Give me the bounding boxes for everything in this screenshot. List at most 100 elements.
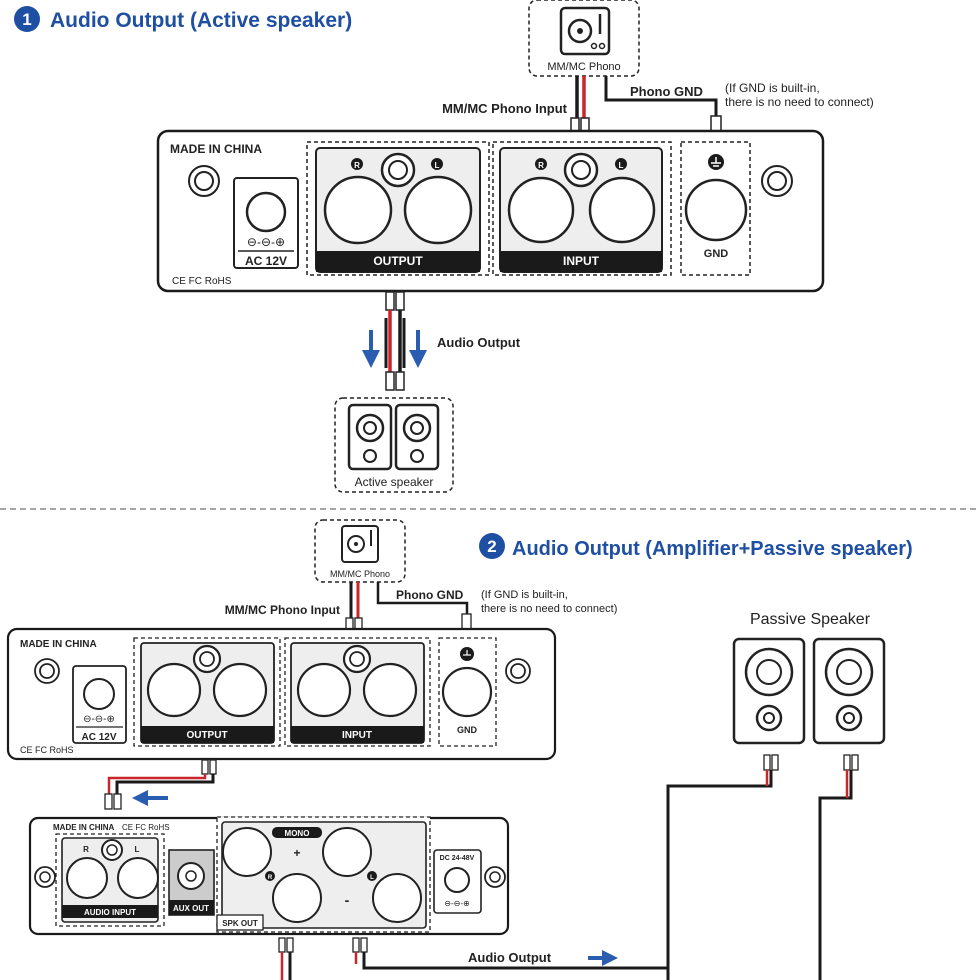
screw-right: [761, 165, 793, 197]
phono-input-label: MM/MC Phono Input: [225, 603, 340, 617]
speaker-cable: [362, 952, 668, 970]
input-knob-l: [588, 176, 656, 244]
cert-marks: CE FC RoHS: [172, 276, 232, 287]
r-marker: R: [538, 161, 544, 170]
audio-output-label: Audio Output: [468, 950, 552, 965]
audio-output-label: Audio Output: [437, 335, 521, 350]
phono-gnd-label: Phono GND: [630, 84, 703, 99]
cert-marks: CE FC RoHS: [20, 745, 74, 755]
ac-socket: [245, 191, 287, 233]
output-rca: [380, 152, 416, 188]
gnd-plug: [461, 613, 472, 630]
turntable-icon: [341, 525, 379, 563]
screw-right: [505, 658, 531, 684]
section-2: 2 Audio Output (Amplifier+Passive speake…: [6, 519, 913, 980]
rca-plug: [104, 793, 113, 810]
rca-plug: [286, 937, 294, 953]
speaker-cable: [818, 770, 853, 980]
amp-made-in-label: MADE IN CHINA: [53, 823, 115, 832]
speaker-icon: [812, 637, 886, 745]
polarity-icon: ⊖-⊖-⊕: [444, 899, 469, 908]
rca-plug: [763, 754, 771, 771]
spk-out-label: SPK OUT: [222, 919, 258, 928]
r-marker: R: [268, 875, 273, 881]
rca-plug: [771, 754, 779, 771]
dc-jack: [433, 849, 482, 914]
section-1: 1 Audio Output (Active speaker) MM/MC Ph…: [14, 0, 874, 493]
input-label: INPUT: [342, 730, 372, 741]
amp-cert-marks: CE FC RoHS: [122, 823, 170, 832]
gnd-wire: [604, 76, 718, 118]
l-marker: L: [435, 161, 440, 170]
left-arrow-icon: [132, 790, 168, 806]
gnd-note-line2: there is no need to connect): [725, 95, 874, 109]
passive-speaker-label: Passive Speaker: [750, 611, 871, 628]
phono-label: MM/MC Phono: [547, 61, 620, 73]
input-label: INPUT: [563, 254, 600, 268]
gnd-terminal: [684, 178, 748, 242]
speaker-cable: [666, 770, 773, 980]
mono-label: MONO: [285, 829, 310, 838]
active-speaker-label: Active speaker: [355, 475, 434, 489]
output-label: OUTPUT: [186, 730, 227, 741]
r-marker: R: [354, 161, 360, 170]
speaker-icon: [394, 403, 440, 471]
down-arrow-icon: [409, 330, 427, 368]
l-marker: L: [135, 845, 140, 854]
step-2-number: 2: [487, 537, 496, 556]
input-rca: [563, 152, 599, 188]
screw-left: [34, 866, 56, 888]
gnd-label: GND: [457, 725, 478, 735]
rca-plug: [385, 371, 395, 391]
gnd-note-line1: (If GND is built-in,: [725, 81, 820, 95]
speaker-icon: [347, 403, 393, 471]
plus-marker: +: [293, 846, 300, 860]
rca-plug: [209, 759, 217, 775]
rca-plug: [113, 793, 122, 810]
polarity-icon: ⊖-⊖-⊕: [247, 235, 285, 249]
gnd-note-line1: (If GND is built-in,: [481, 589, 568, 601]
section-2-title: Audio Output (Amplifier+Passive speaker): [512, 538, 913, 560]
output-knob-l: [403, 175, 473, 245]
ac-label: AC 12V: [245, 254, 287, 268]
polarity-icon: ⊖-⊖-⊕: [83, 714, 115, 725]
screw-left: [34, 658, 60, 684]
made-in-label: MADE IN CHINA: [20, 639, 97, 650]
step-1-number: 1: [22, 10, 31, 29]
gnd-wire: [376, 582, 469, 616]
audio-input-label: AUDIO INPUT: [84, 908, 136, 917]
rca-plug: [352, 937, 360, 953]
screw-right: [484, 866, 506, 888]
rca-plug: [278, 937, 286, 953]
rca-plug: [385, 291, 395, 311]
rca-plug: [395, 371, 405, 391]
made-in-label: MADE IN CHINA: [170, 142, 262, 156]
step-2-badge: [479, 533, 505, 559]
r-marker: R: [83, 845, 89, 854]
l-marker: L: [370, 875, 374, 881]
screw-left: [188, 165, 220, 197]
phono-gnd-label: Phono GND: [396, 588, 464, 602]
rca-plug: [360, 937, 368, 953]
speaker-icon: [732, 637, 806, 745]
amp-input-cable: [115, 774, 215, 794]
output-label: OUTPUT: [373, 254, 423, 268]
down-arrow-icon: [362, 330, 380, 368]
phono-label: MM/MC Phono: [330, 569, 390, 579]
turntable-icon: [559, 6, 611, 56]
rca-plug: [395, 291, 405, 311]
ac-label: AC 12V: [81, 732, 116, 743]
aux-out-label: AUX OUT: [173, 904, 209, 913]
gnd-label: GND: [704, 248, 729, 260]
rca-plug: [843, 754, 851, 771]
minus-marker: -: [345, 892, 350, 908]
section-1-title: Audio Output (Active speaker): [50, 9, 352, 32]
rca-plug: [851, 754, 859, 771]
right-arrow-icon: [588, 950, 618, 966]
output-knob-r: [323, 175, 393, 245]
l-marker: L: [619, 161, 624, 170]
phono-input-label: MM/MC Phono Input: [442, 101, 568, 116]
input-knob-r: [507, 176, 575, 244]
gnd-note-line2: there is no need to connect): [481, 603, 617, 615]
